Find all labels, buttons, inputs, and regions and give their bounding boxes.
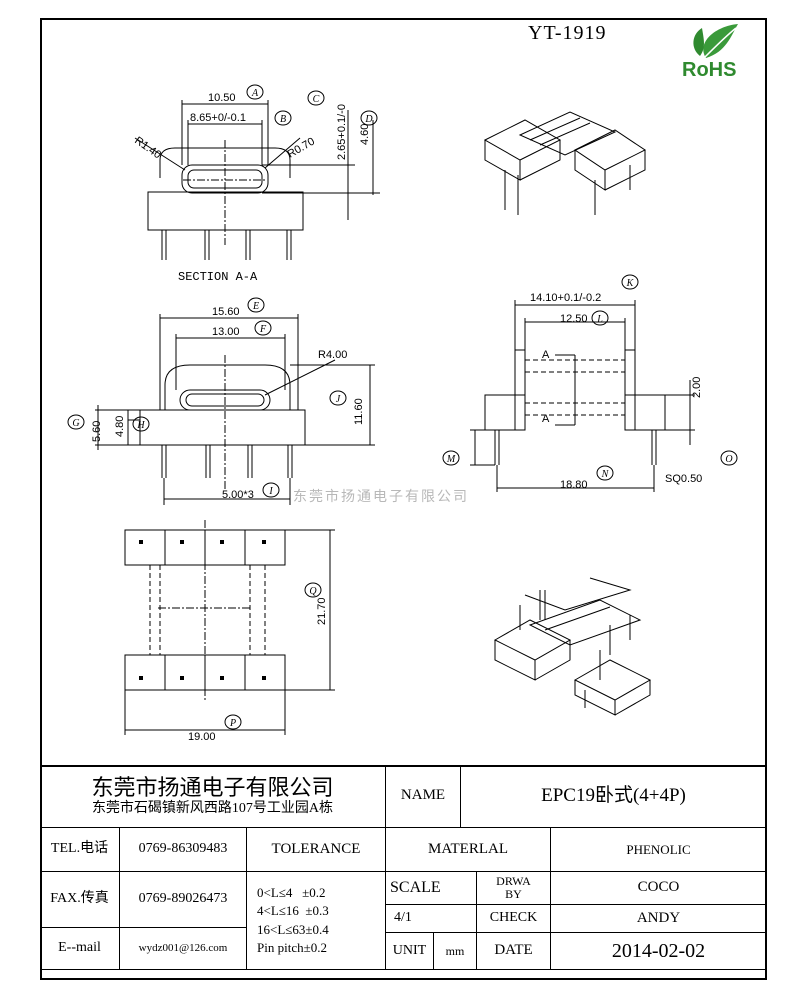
dim-n: 18.80 [560,479,588,491]
dim-a: 10.50 [208,92,236,104]
tel-value: 0769-86309483 [120,828,247,872]
circled-ref-letter: D [364,114,373,125]
circled-ref-f [254,320,272,336]
circled-ref-letter: G [72,418,79,429]
circled-ref-i [262,482,280,498]
name-label: NAME [386,765,461,828]
dim-r400: R4.00 [318,349,347,361]
circled-ref-d [360,110,378,126]
circled-ref-k [621,274,639,290]
material-label: MATERLAL [386,828,551,872]
fax-label: FAX.传真 [40,872,120,928]
dim-r070: R0.70 [286,136,317,161]
dim-e: 15.60 [212,306,240,318]
dim-g: 5.60 [91,421,103,442]
circled-ref-n [596,465,614,481]
tolerance-label: TOLERANCE [247,828,386,872]
dim-q: 21.70 [316,597,328,625]
circled-ref-o [720,450,738,466]
tel-label: TEL.电话 [40,828,120,872]
dim-j: 11.60 [353,398,365,425]
dim-h: 4.80 [114,416,126,437]
circled-ref-letter: I [268,486,273,497]
circled-ref-letter: Q [309,586,317,597]
date-value: 2014-02-02 [551,933,767,970]
circled-ref-m [442,450,460,466]
dim-sq: SQ0.50 [665,473,702,485]
dim-b: 8.65+0/-0.1 [190,112,246,124]
cut-label-top: A [542,349,550,361]
circled-ref-letter: E [252,301,259,312]
circled-ref-letter: F [259,324,267,335]
circled-ref-letter: M [446,454,456,465]
svg-text:RoHS: RoHS [682,59,736,80]
circled-ref-letter: J [336,394,341,405]
circled-ref-l [591,310,609,326]
dim-c: 2.65+0.1/-0 [336,104,348,160]
section-view [134,100,380,260]
circled-ref-letter: N [601,469,610,480]
dim-i: 5.00*3 [222,489,254,501]
scale-label: SCALE [386,872,477,905]
circled-ref-letter: C [313,94,320,105]
company-cell: 东莞市扬通电子有限公司 东莞市石碣镇新风西路107号工业园A栋 [40,765,386,828]
tolerance-row: 0<L≤4 ±0.2 [257,885,326,901]
model-number: YT-1919 [528,22,607,44]
email-label: E--mail [40,928,120,970]
cut-label-bottom: A [542,413,550,425]
isometric-view-top [483,111,646,215]
circled-ref-letter: H [136,420,145,431]
circled-ref-letter: L [596,314,603,325]
side-view [470,300,695,492]
front-view [95,314,375,505]
fax-value: 0769-89026473 [120,872,247,928]
circled-ref-e [247,297,265,313]
product-name: EPC19卧式(4+4P) [461,765,767,828]
dim-l: 12.50 [560,313,588,325]
circled-ref-letter: A [251,88,259,99]
tolerance-list: 0<L≤4 ±0.2 4<L≤16 ±0.3 16<L≤63±0.4 Pin p… [247,872,386,970]
email-value: wydz001@126.com [120,928,247,970]
circled-ref-j [329,390,347,406]
tolerance-row: 4<L≤16 ±0.3 [257,903,329,919]
circled-ref-a [246,84,264,100]
bottom-view [124,520,335,735]
circled-ref-p [224,714,242,730]
circled-ref-g [67,414,85,430]
dim-r140: R1.40 [132,135,163,162]
company-name: 东莞市扬通电子有限公司 [91,774,334,800]
scale-value: 4/1 [386,905,477,933]
tolerance-row: 16<L≤63±0.4 [257,921,329,937]
dim-d: 4.60 [359,124,371,145]
dim-p: 19.00 [188,731,216,743]
circled-ref-c [307,90,325,106]
circled-ref-q [304,582,322,598]
pin-markers [139,540,266,680]
circled-ref-letter: K [626,278,635,289]
isometric-view-bottom [493,577,652,716]
check-label: CHECK [477,905,551,933]
unit-value: mm [434,933,477,970]
material-value: PHENOLIC [551,828,767,872]
circled-ref-b [274,110,292,126]
circled-ref-letter: P [229,718,236,729]
drawing-frame [40,18,767,980]
section-label: SECTION A-A [178,270,258,284]
rohs-logo: RoHS [682,24,738,80]
circled-ref-h [132,416,150,432]
tolerance-row: Pin pitch±0.2 [257,939,327,955]
circled-ref-letter: O [725,454,732,465]
dim-2-00: 2.00 [691,377,703,398]
drawn-by-label: DRWA BY [477,872,551,905]
circled-ref-letter: B [280,114,286,125]
dim-k: 14.10+0.1/-0.2 [530,292,601,304]
drawn-by-value: COCO [551,872,767,905]
check-value: ANDY [551,905,767,933]
unit-label: UNIT [386,933,434,970]
company-address: 东莞市石碣镇新风西路107号工业园A栋 [91,800,334,816]
date-label: DATE [477,933,551,970]
watermark: 东莞市扬通电子有限公司 [293,489,469,505]
dim-f: 13.00 [212,326,240,338]
title-block: 东莞市扬通电子有限公司 东莞市石碣镇新风西路107号工业园A栋 NAME EPC… [40,765,767,980]
